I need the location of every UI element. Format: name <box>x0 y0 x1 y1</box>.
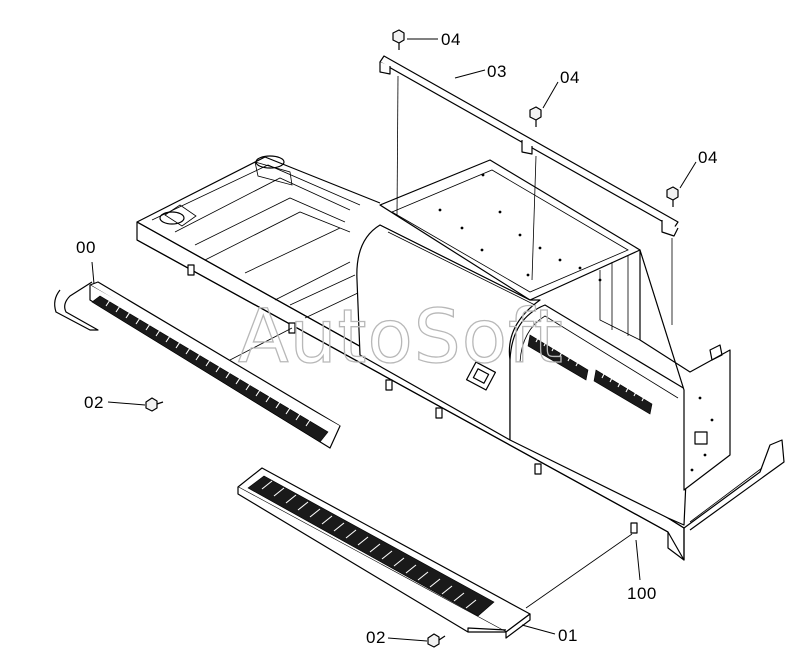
callout-04-right: 04 <box>698 148 718 167</box>
callout-02-lower: 02 <box>366 628 386 647</box>
part-04-bolt-a <box>392 29 405 50</box>
hood-panel <box>356 159 731 526</box>
louver-right <box>593 369 653 415</box>
part-00-step <box>54 281 341 449</box>
hood-bolts <box>438 173 714 472</box>
part-01-step <box>237 467 531 639</box>
leader-lines <box>91 38 697 642</box>
callout-04-top: 04 <box>441 30 461 49</box>
step-01-slots <box>261 480 477 609</box>
part-04-bolt-b <box>529 106 542 127</box>
callout-03: 03 <box>487 62 507 81</box>
callout-01: 01 <box>558 626 578 645</box>
part-02-bolt-lower <box>427 633 446 648</box>
step-00-slots <box>105 299 311 427</box>
part-03-crossbar <box>379 55 679 237</box>
callout-02-upper: 02 <box>84 393 104 412</box>
callout-04-middle: 04 <box>560 68 580 87</box>
part-02-bolt-upper <box>145 397 164 412</box>
callout-100: 100 <box>627 584 657 603</box>
part-04-bolt-c <box>666 186 679 207</box>
louver-left <box>527 333 589 381</box>
watermark-text: AutoSoft <box>238 294 564 380</box>
callout-00: 00 <box>76 238 96 257</box>
